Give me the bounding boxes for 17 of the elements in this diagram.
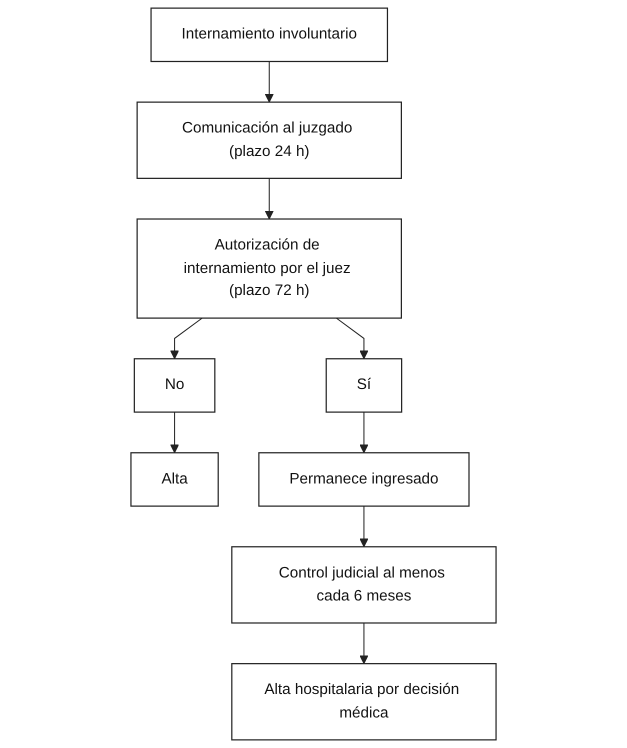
node-box: Comunicación al juzgado (plazo 24 h) <box>136 102 402 179</box>
arrow <box>359 506 368 548</box>
arrow <box>264 61 274 103</box>
arrow <box>170 412 180 454</box>
arrow <box>359 623 368 664</box>
arrow <box>336 318 368 360</box>
node-box: Internamiento involuntario <box>150 8 388 62</box>
node-box: Control judicial al menos cada 6 meses <box>231 546 497 624</box>
arrow <box>170 318 202 360</box>
node-box: Alta <box>130 452 219 507</box>
node-box: Alta hospitalaria por decisión médica <box>231 663 497 740</box>
arrow <box>359 412 368 454</box>
node-box: Sí <box>326 358 402 413</box>
arrow <box>264 178 274 220</box>
node-box: Autorización de internamiento por el juez (plazo 72 h) <box>136 218 402 319</box>
node-box: Permanece ingresado <box>258 452 470 507</box>
node-box: No <box>134 358 216 413</box>
